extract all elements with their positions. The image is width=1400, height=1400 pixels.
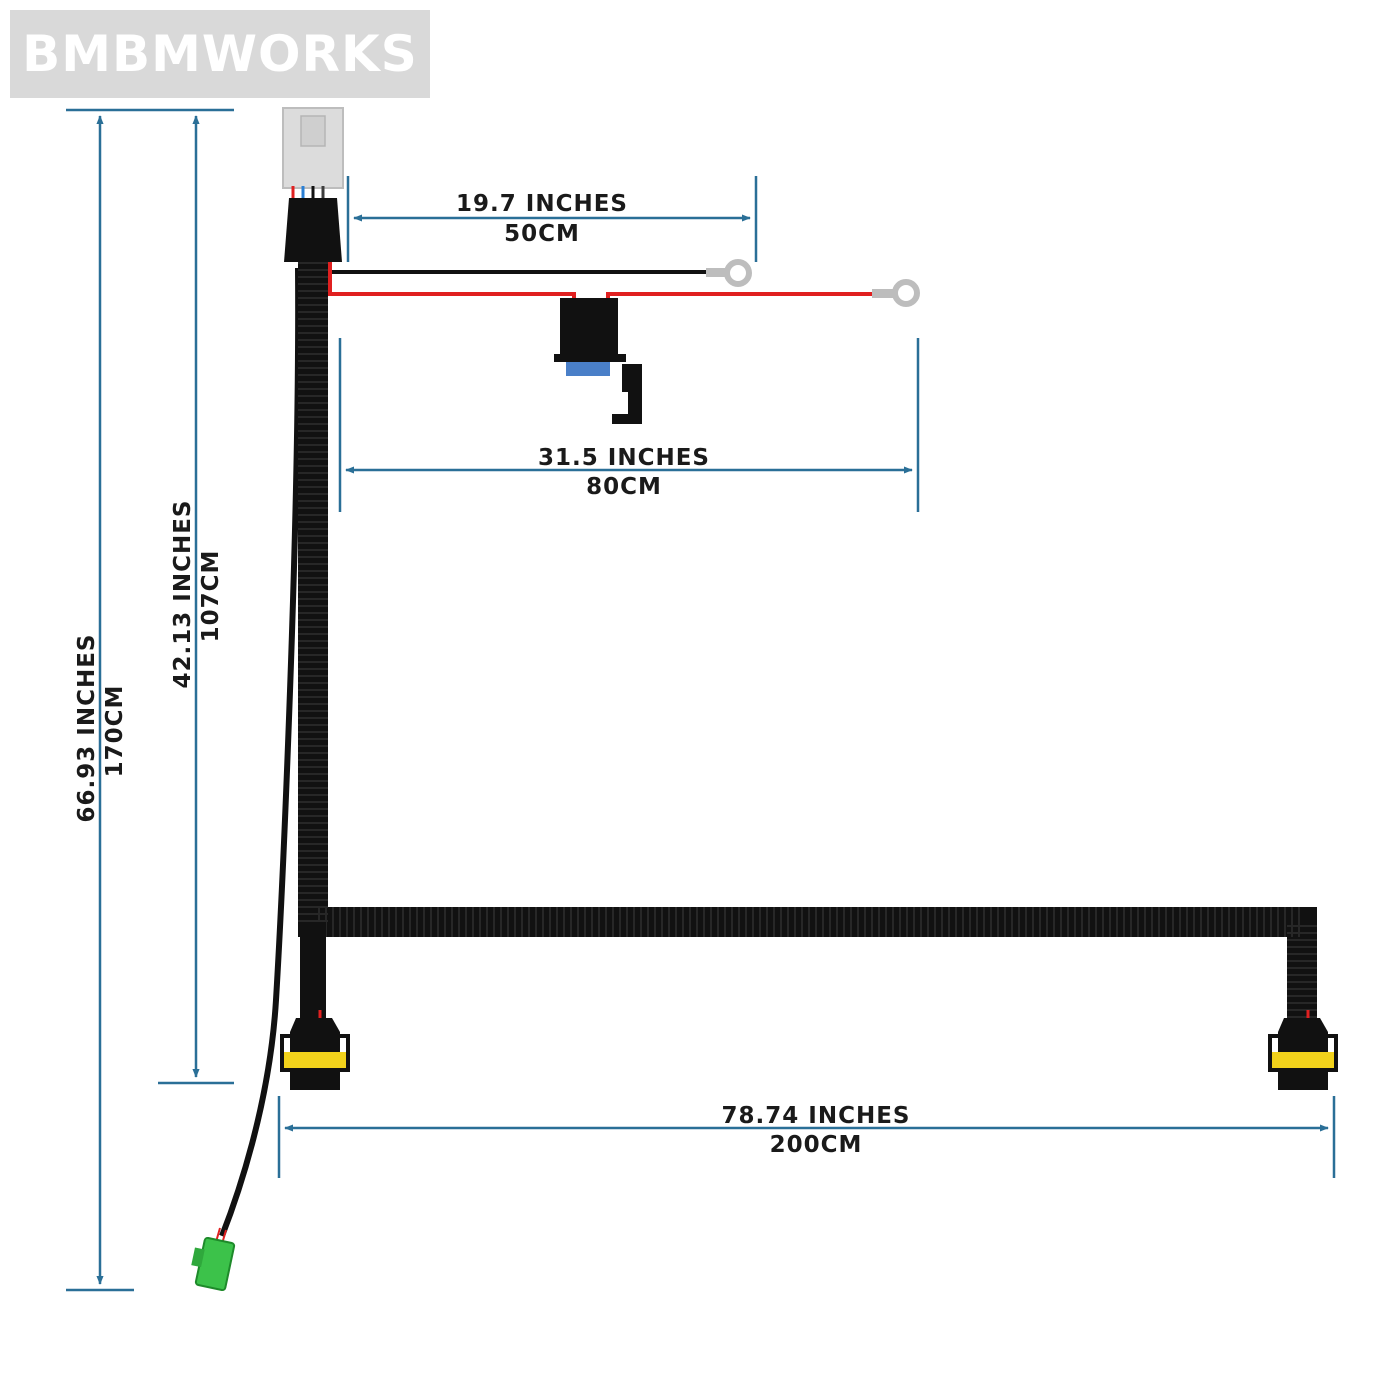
gray-plug-connector [282,107,344,200]
dim-vertical-outer-inches: 66.93 INCHES [74,634,100,823]
ring-terminal-black [724,259,752,287]
red-power-wire [328,262,872,300]
right-headlight-connector [1268,1010,1338,1090]
ring-terminal-red [892,279,920,307]
thin-switch-wire [219,267,302,1238]
corrugated-loom [298,262,1317,1018]
dim-vertical-inner-inches: 42.13 INCHES [170,500,196,689]
dimension-lines [66,108,1336,1292]
dim-top-wire-inches: 19.7 INCHES [456,191,628,217]
green-connector [191,1227,236,1292]
relay-module [554,298,642,424]
dim-horizontal-cm: 200CM [770,1132,863,1158]
dim-horizontal-inches: 78.74 INCHES [722,1103,911,1129]
dim-vertical-inner-cm: 107CM [198,550,224,643]
watermark-background [10,10,430,98]
brand-watermark: BMBMWORKS [22,25,418,83]
left-headlight-connector [280,1010,350,1090]
dim-vertical-outer-cm: 170CM [102,685,128,778]
dim-red-wire-cm: 80CM [586,474,662,500]
dim-red-wire-inches: 31.5 INCHES [538,445,710,471]
harness-boot [284,198,342,262]
dim-top-wire-cm: 50CM [504,221,580,247]
